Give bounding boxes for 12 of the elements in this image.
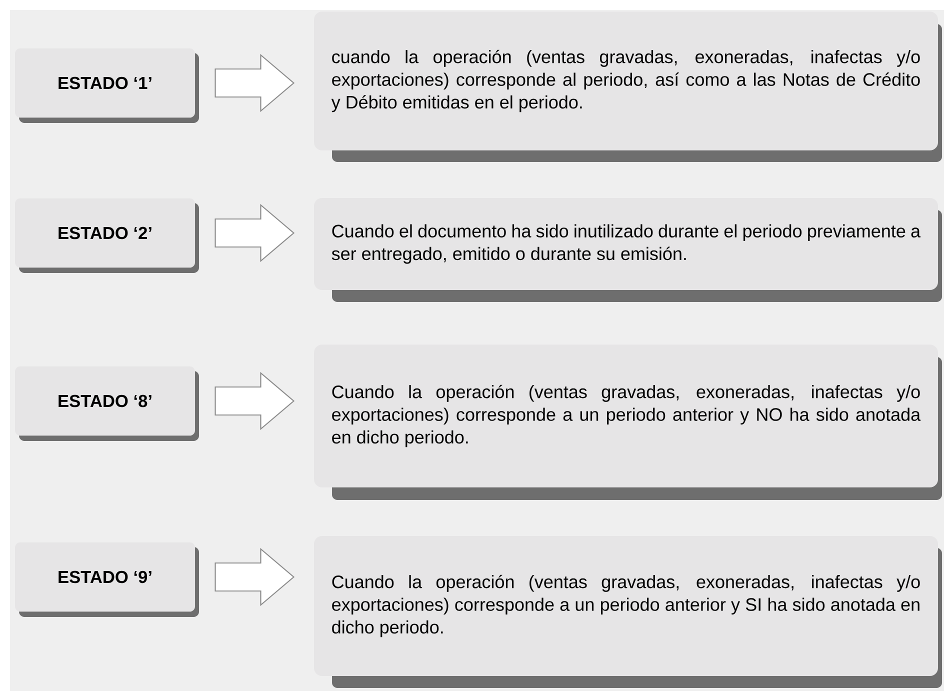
state-box: ESTADO ‘1’ [15, 48, 199, 123]
text-box: Cuando la operación (ventas gravadas, exoneradas, inafectas y/o exportaciones) corresponde a un periodo anterior y NO ha sido anotada en dicho periodo. [314, 344, 942, 500]
state-box: ESTADO ‘2’ [15, 198, 199, 273]
block-arrow [214, 204, 295, 262]
text-box: Cuando la operación (ventas gravadas, exoneradas, inafectas y/o exportaciones) corresponde a un periodo anterior y SI ha sido anotada en dicho periodo. [314, 536, 942, 688]
block-arrow [214, 54, 295, 112]
state-box: ESTADO ‘8’ [15, 366, 199, 441]
text-box: Cuando el documento ha sido inutilizado durante el periodo previamente a ser entregado, emitido o durante su emisión. [314, 198, 942, 302]
state-box: ESTADO ‘9’ [15, 542, 199, 617]
text-box: cuando la operación (ventas gravadas, exoneradas, inafectas y/o exportaciones) corresponde al periodo, así como a las Notas de Crédito y Débito emitidas en el periodo. [314, 12, 942, 162]
block-arrow [214, 548, 295, 606]
block-arrow [214, 372, 295, 430]
